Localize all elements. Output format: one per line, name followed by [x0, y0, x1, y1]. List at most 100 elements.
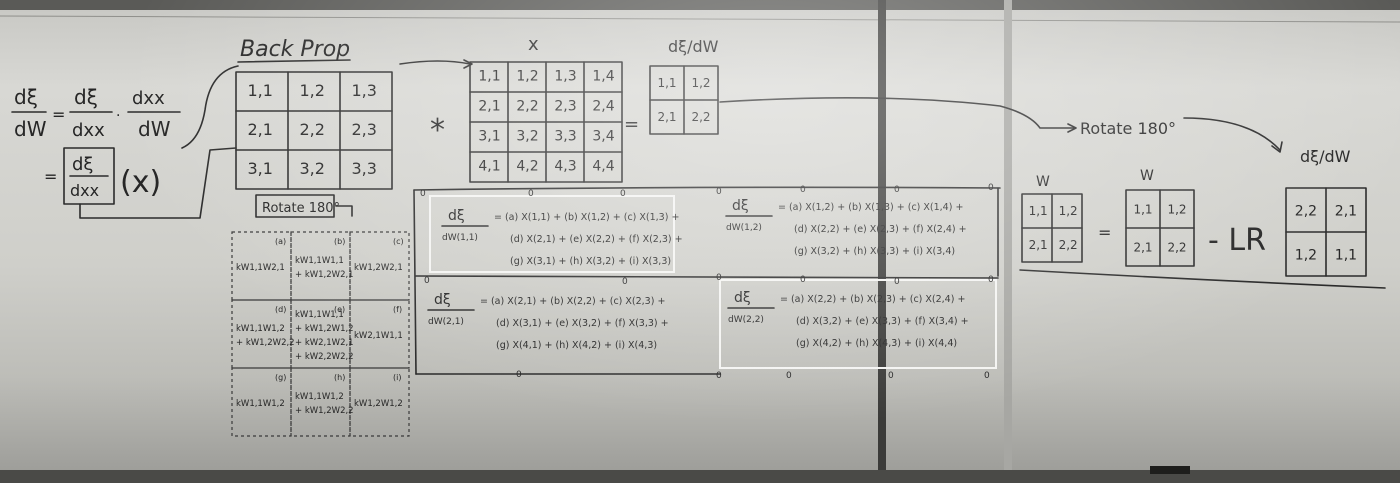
- kw-cell-box: [290, 299, 351, 369]
- board-divider-post: [878, 0, 886, 483]
- convolution-star: *: [430, 113, 445, 148]
- zero-marker: 0: [988, 183, 994, 193]
- x-grid-cell: 4,3: [554, 159, 576, 175]
- eq-line: = (a) X(2,1) + (b) X(2,2) + (c) X(2,3) +: [480, 296, 665, 307]
- w-grid-2x2: 1,1 1,2 2,1 2,2: [1021, 193, 1083, 263]
- grad-grid-cell: 3,3: [351, 159, 376, 178]
- zero-marker: 0: [716, 371, 722, 381]
- x-grid-cell: 4,1: [478, 159, 500, 175]
- grad-grid-cell: 2,3: [351, 120, 376, 139]
- x-grid-cell: 4,2: [516, 159, 538, 175]
- board-seam: [1004, 0, 1012, 483]
- zero-marker: 0: [800, 275, 806, 285]
- zero-marker: 0: [716, 187, 722, 197]
- zero-marker: 0: [984, 371, 990, 381]
- eq-block-box-4: [719, 279, 997, 369]
- kw-cell-tag: (f): [393, 305, 402, 314]
- separator-curve: [1019, 269, 1386, 289]
- arrow-head-2: [1067, 123, 1077, 133]
- eq2-numerator: dξ: [72, 154, 93, 175]
- rotate-arrow: [335, 205, 353, 217]
- grad-grid-cell: 2,1: [247, 120, 272, 139]
- mid1-denominator: dxx: [72, 120, 105, 141]
- w-grid-2-cell: 1,1: [1133, 203, 1152, 217]
- x-grid-cell: 4,4: [592, 159, 614, 175]
- dedw-grid-cell: 2,1: [657, 110, 676, 124]
- rotate-label: Rotate 180°: [262, 201, 340, 216]
- kw-cell-text: kW1,1W1,2: [236, 399, 285, 409]
- boxed-gradient: [63, 147, 115, 205]
- zero-marker: 0: [786, 371, 792, 381]
- dot-1: ·: [116, 108, 120, 124]
- eq-line: = (a) X(2,2) + (b) X(2,3) + (c) X(2,4) +: [780, 294, 965, 305]
- zero-marker: 0: [988, 275, 994, 285]
- eq-denominator: dW(2,1): [428, 317, 464, 327]
- eq-line: = (a) X(1,2) + (b) X(1,3) + (c) X(1,4) +: [778, 202, 963, 213]
- w-grid-cell: 2,2: [1059, 238, 1078, 252]
- kw-cell-text: + kW1,2W2,2: [295, 406, 354, 416]
- x-grid-cell: 1,2: [516, 69, 538, 85]
- kw-cell-text: kW1,1W2,1: [236, 263, 285, 273]
- kw-cell-text: kW1,2W2,1: [354, 263, 403, 273]
- kw-cell-box: [349, 231, 410, 301]
- zero-marker: 0: [620, 189, 626, 199]
- kw-dashed-grid: (a)kW1,1W2,1(b)kW1,1W1,1+ kW1,2W2,1(c)kW…: [231, 231, 410, 437]
- minus-lr: - LR: [1208, 223, 1266, 258]
- equals-3: =: [624, 114, 639, 135]
- lhs-numerator: dξ: [14, 85, 38, 109]
- eq-frame-top: [413, 186, 1001, 191]
- kw-cell-box: [231, 299, 292, 369]
- times-x: (x): [120, 165, 161, 200]
- w-grid-cell: 2,1: [1029, 238, 1048, 252]
- equals-1: =: [52, 105, 65, 124]
- rot-grid-cell: 1,1: [1335, 247, 1357, 263]
- zero-marker: 0: [888, 371, 894, 381]
- grad-grid-cell: 3,1: [247, 159, 272, 178]
- eq-frame-mid: [415, 275, 999, 279]
- w-label-2: W: [1140, 168, 1154, 184]
- arrow-head-3: [1271, 141, 1283, 153]
- marker-on-tray: [1150, 466, 1190, 474]
- kw-cell-tag: (i): [393, 373, 401, 382]
- eq-denominator: dW(2,2): [728, 315, 764, 325]
- eq-numerator: dξ: [434, 292, 451, 308]
- zero-marker: 0: [420, 189, 426, 199]
- grad-grid-cell: 1,1: [247, 81, 272, 100]
- x-grid-cell: 2,2: [516, 99, 538, 115]
- x-grid-cell: 3,1: [478, 129, 500, 145]
- eq-line: (d) X(3,1) + (e) X(3,2) + (f) X(3,3) +: [496, 318, 669, 329]
- dedw-label: dξ/dW: [668, 37, 719, 56]
- eq-line: (g) X(4,2) + (h) X(4,3) + (i) X(4,4): [796, 338, 957, 349]
- kw-cell-text: + kW2,1W2,1: [295, 338, 354, 348]
- x-grid-cell: 2,4: [592, 99, 614, 115]
- eq-denominator: dW(1,2): [726, 223, 762, 233]
- kw-cell-box: [231, 231, 292, 301]
- w-grid-cell: 1,2: [1059, 204, 1078, 218]
- rotate-label-2: Rotate 180°: [1080, 119, 1176, 138]
- rotate-box: [255, 194, 335, 218]
- kw-cell-tag: (d): [275, 305, 286, 314]
- lhs-denominator: dW: [14, 117, 47, 141]
- eq-numerator: dξ: [448, 208, 465, 224]
- grad-grid-cell: 3,2: [299, 159, 324, 178]
- eq-line: (g) X(3,1) + (h) X(3,2) + (i) X(3,3): [510, 256, 671, 267]
- chain-rule-formula: dξ dW = dξ dxx · dxx dW = dξ dxx (x): [11, 85, 181, 205]
- grad-grid-cell: 1,3: [351, 81, 376, 100]
- eq-line: (g) X(4,1) + (h) X(4,2) + (i) X(4,3): [496, 340, 657, 351]
- eq-line: = (a) X(1,1) + (b) X(1,2) + (c) X(1,3) +: [494, 212, 679, 223]
- arrow-to-rotate: [719, 97, 1075, 129]
- x-grid-cell: 3,3: [554, 129, 576, 145]
- w-grid-cell: 1,1: [1029, 204, 1048, 218]
- zero-marker: 0: [894, 277, 900, 287]
- kw-cell-box: [290, 367, 351, 437]
- arrow-to-dedw-2: [1183, 117, 1281, 151]
- w-grid-2-cell: 2,2: [1167, 241, 1186, 255]
- board-top-edge: [0, 15, 1400, 23]
- eq-block-box-1: [429, 195, 675, 273]
- rot-grid-cell: 2,1: [1335, 203, 1357, 219]
- kw-cell-tag: (b): [334, 237, 345, 246]
- grad-grid-frame: [235, 71, 393, 190]
